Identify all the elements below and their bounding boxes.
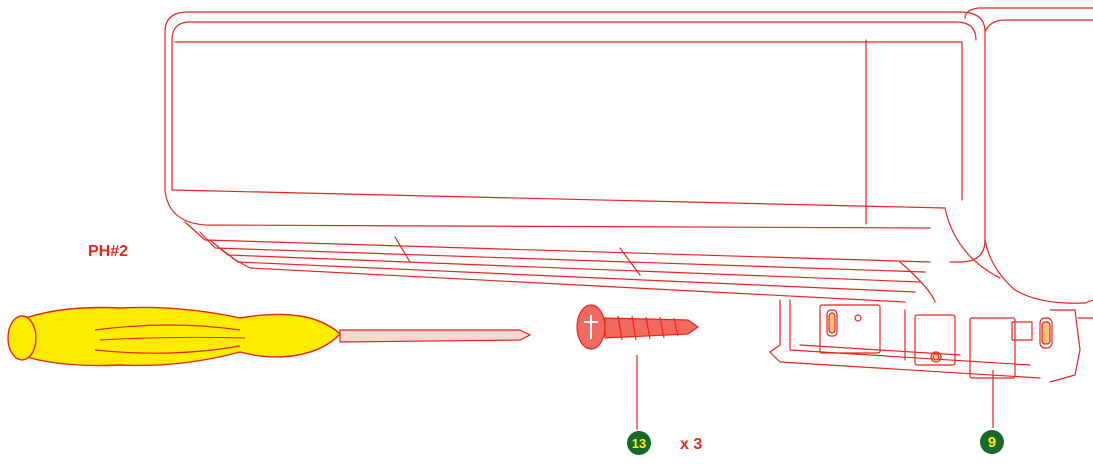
bracket-screw-heads: [828, 312, 1051, 361]
indoor-unit-body: [164, 7, 1093, 304]
part-number-badge-bracket: 9: [980, 430, 1004, 454]
screw-icon: [576, 304, 994, 430]
air-louvres: [184, 221, 936, 303]
screw-quantity-label: x 3: [680, 436, 703, 453]
part-number-badge-screw: 13: [627, 431, 651, 455]
tool-label: PH#2: [88, 243, 129, 260]
screwdriver-icon: [7, 306, 532, 367]
